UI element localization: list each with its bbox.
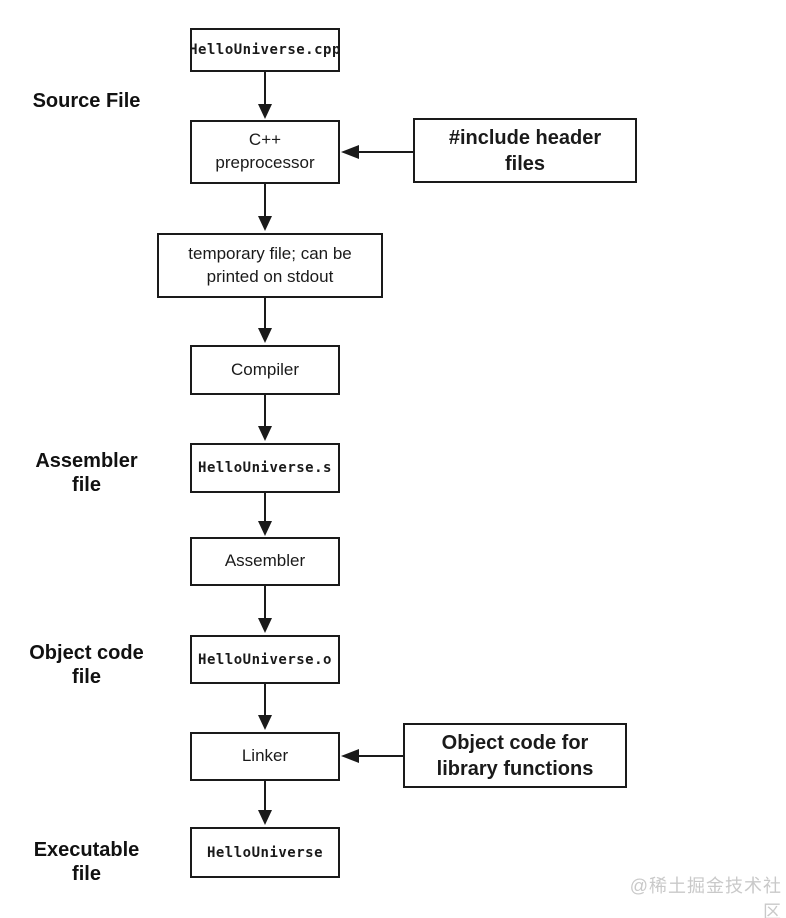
node-assembly-file: HelloUniverse.s bbox=[190, 443, 340, 493]
arrow-headers-to-preprocessor bbox=[341, 145, 413, 159]
stage-label-assembler-file: Assembler file bbox=[35, 450, 138, 496]
stage-label-source-file: Source File bbox=[32, 90, 141, 112]
node-executable: HelloUniverse bbox=[190, 827, 340, 878]
node-preprocessor: C++ preprocessor bbox=[190, 120, 340, 184]
arrow-compiler-to-assemblyfile bbox=[258, 395, 272, 441]
node-compiler: Compiler bbox=[190, 345, 340, 395]
arrow-objectfile-to-linker bbox=[258, 684, 272, 730]
arrow-source-to-preprocessor bbox=[258, 72, 272, 119]
arrow-assemblyfile-to-assembler bbox=[258, 493, 272, 536]
arrow-linker-to-executable bbox=[258, 781, 272, 825]
arrow-tempfile-to-compiler bbox=[258, 298, 272, 343]
arrow-preprocessor-to-tempfile bbox=[258, 184, 272, 231]
node-include-header-files: #include header files bbox=[413, 118, 637, 183]
node-temporary-file: temporary file; can be printed on stdout bbox=[157, 233, 383, 298]
node-object-file: HelloUniverse.o bbox=[190, 635, 340, 684]
arrow-library-to-linker bbox=[341, 749, 403, 763]
stage-label-object-code-file: Object code file bbox=[29, 642, 144, 688]
node-source-file: HelloUniverse.cpp bbox=[189, 28, 340, 72]
arrow-assembler-to-objectfile bbox=[258, 586, 272, 633]
stage-label-executable-file: Executable file bbox=[33, 839, 140, 885]
node-linker: Linker bbox=[190, 732, 340, 781]
node-assembler: Assembler bbox=[190, 537, 340, 586]
watermark-text: @稀土掘金技术社区 bbox=[629, 876, 782, 918]
node-library-object-code: Object code for library functions bbox=[403, 723, 627, 788]
